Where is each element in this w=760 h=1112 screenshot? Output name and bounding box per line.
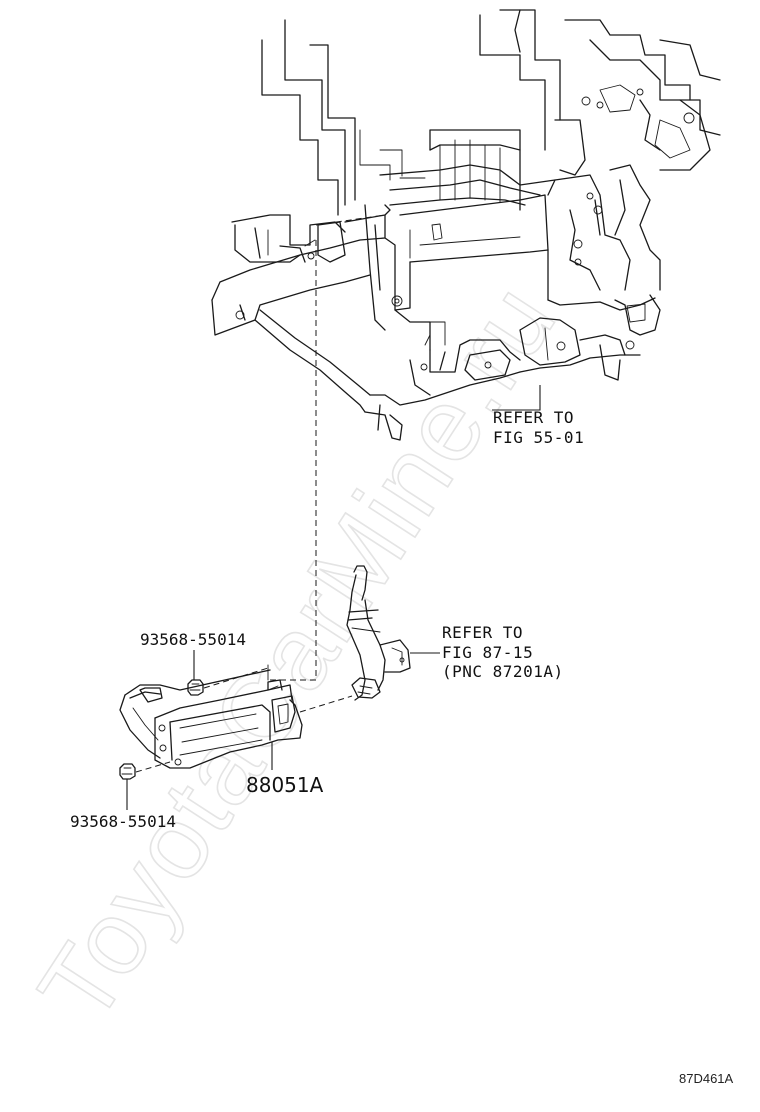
callout-refer-fig87-line2: FIG 87-15 [442,643,533,662]
instrument-panel-structure-icon [211,9,721,441]
sensor-bracket-icon [119,664,303,769]
part-label-bracket: 88051A [246,773,324,797]
callout-refer-fig87-line1: REFER TO [442,623,523,642]
screw-lower-icon [119,763,136,780]
callout-refer-fig55-line1: REFER TO [493,408,574,427]
part-label-screw-lower: 93568-55014 [70,812,176,831]
screw-upper-icon [187,679,204,696]
diagram-code: 87D461A [679,1071,734,1086]
callout-refer-fig55-line2: FIG 55-01 [493,428,584,447]
callout-refer-fig87-line3: (PNC 87201A) [442,662,564,681]
part-label-screw-upper: 93568-55014 [140,630,246,649]
mirror-stay-icon [346,565,411,701]
